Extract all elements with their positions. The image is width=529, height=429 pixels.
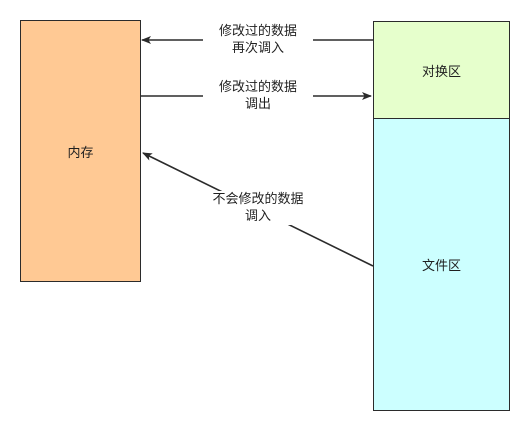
arrow-label-memory-to-swap: 修改过的数据 调出	[203, 79, 313, 113]
arrow-label-swap-to-memory: 修改过的数据 再次调入	[203, 23, 313, 57]
arrow-label-line: 修改过的数据	[218, 80, 297, 95]
memory-box[interactable]: 内存	[20, 20, 141, 282]
swap-area-label: 对换区	[421, 64, 461, 80]
arrow-label-line: 不会修改的数据	[212, 192, 304, 207]
arrow-label-line: 修改过的数据	[218, 24, 297, 39]
file-area-box[interactable]: 文件区	[373, 118, 510, 411]
arrow-label-line: 再次调入	[231, 41, 284, 56]
file-area-label: 文件区	[421, 259, 461, 274]
arrow-label-file-to-memory: 不会修改的数据 调入	[197, 191, 319, 225]
arrow-label-line: 调入	[244, 209, 271, 224]
memory-label: 内存	[67, 145, 94, 161]
arrow-label-line: 调出	[244, 97, 271, 112]
swap-area-box[interactable]: 对换区	[373, 21, 510, 119]
